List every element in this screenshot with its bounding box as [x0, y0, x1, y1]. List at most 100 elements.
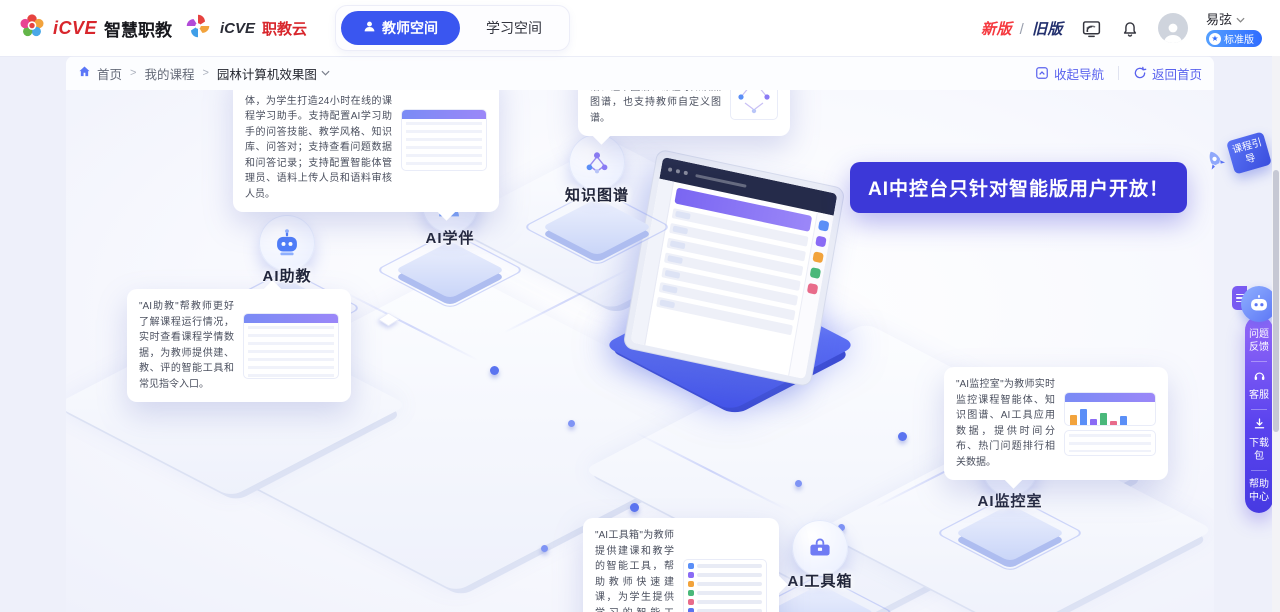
tooltip-thumbnails [1064, 391, 1156, 456]
breadcrumb-my-courses[interactable]: 我的课程 [144, 67, 195, 82]
user-block: 易弦 ★ 标准版 [1206, 9, 1262, 47]
breadcrumb-card [66, 56, 1214, 90]
monitor-content [645, 182, 817, 376]
rocket-icon [1198, 144, 1236, 184]
version-new-link[interactable]: 新版 [980, 20, 1012, 38]
breadcrumb: 首页 > 我的课程 > 园林计算机效果图 [78, 64, 330, 83]
logo1-cn-text: 智慧职教 [104, 20, 173, 40]
breadcrumb-actions: 收起导航 返回首页 [1035, 64, 1202, 83]
logo-group[interactable]: iCVE 智慧职教 iCVE 职教云 [18, 12, 307, 45]
tab-learning-space[interactable]: 学习空间 [464, 11, 564, 45]
toolbar-robot-avatar[interactable] [1241, 286, 1277, 322]
tooltip-text: "AI监控室"为教师实时监控课程智能体、知识图谱、AI工具应用数据，提供时间分布… [956, 379, 1055, 468]
toolbar-support-button[interactable]: 客服 [1248, 369, 1270, 402]
toolbar-help-button[interactable]: 帮助中心 [1248, 478, 1270, 504]
download-icon [1253, 417, 1266, 434]
logo2-text: iCVE [220, 19, 256, 37]
notice-banner: AI中控台只针对智能版用户开放！ [850, 162, 1188, 213]
divider [1251, 470, 1267, 471]
tab-learning-label: 学习空间 [486, 20, 543, 36]
decor-dot [568, 420, 575, 427]
return-home-button[interactable]: 返回首页 [1133, 64, 1202, 83]
course-guide-label: 课程引导 [1226, 131, 1272, 175]
node-knowledge-graph[interactable]: 知识图谱 [522, 134, 672, 266]
breadcrumb-bar: 首页 > 我的课程 > 园林计算机效果图 收起导航 返回首页 [0, 56, 1280, 90]
knowledge-graph-icon [569, 134, 625, 190]
headset-icon [1253, 369, 1266, 386]
version-old-link[interactable]: 旧版 [1031, 20, 1063, 38]
tooltip-text: "AI工具箱"为教师提供建课和教学的智能工具，帮助教师快速建课，为学生提供学习的… [595, 530, 674, 612]
collapse-nav-button[interactable]: 收起导航 [1035, 64, 1104, 83]
tab-teacher-space[interactable]: 教师空间 [341, 11, 461, 45]
knowledge-graph-pedestal [522, 188, 672, 266]
download-label: 下载包 [1249, 438, 1269, 462]
toolbar-download-button[interactable]: 下载包 [1248, 417, 1270, 463]
course-guide-float[interactable]: 课程引导 [1202, 126, 1274, 188]
chevron-down-icon [321, 70, 330, 76]
tooltip-ai-assistant: "AI助教"帮教师更好了解课程运行情况，实时查看课程学情数据，为教师提供建、教、… [127, 280, 351, 402]
ai-assistant-robot-icon [259, 215, 315, 271]
tooltip-knowledge-graph: 按课程结构、内容创建课程图谱、证书图谱、课程等知识点图谱，也支持教师自定义图谱。 [578, 90, 790, 145]
tooltip-ai-toolbox: "AI工具箱"为教师提供建课和教学的智能工具，帮助教师快速建课，为学生提供学习的… [583, 518, 788, 612]
header-right: 新版 / 旧版 易弦 [981, 9, 1262, 47]
toolbar-pill: 问题反馈 客服 [1245, 316, 1273, 513]
breadcrumb-separator: > [202, 67, 209, 79]
tooltip-ai-partner: "AI学伴"帮助教师构建课程智能体，为学生打造24小时在线的课程学习助手。支持配… [233, 90, 499, 221]
node-ai-assistant[interactable]: AI助教 [212, 215, 362, 347]
ai-monitor-room-label: AI监控室 [977, 493, 1043, 510]
tab-teacher-label: 教师空间 [382, 20, 439, 36]
icve-flower-logo-icon [18, 12, 46, 45]
version-switch[interactable]: 新版 / 旧版 [981, 18, 1063, 39]
node-ai-toolbox[interactable]: AI工具箱 [745, 520, 895, 612]
home-icon [78, 65, 91, 81]
scrollbar-thumb[interactable] [1273, 170, 1279, 432]
tooltip-thumbnail [683, 559, 767, 612]
tooltip-text: "AI学伴"帮助教师构建课程智能体，为学生打造24小时在线的课程学习助手。支持配… [245, 90, 392, 200]
current-course-label: 园林计算机效果图 [216, 67, 317, 82]
notification-bell-icon[interactable] [1120, 18, 1140, 38]
tooltip-text: "AI助教"帮教师更好了解课程运行情况，实时查看课程学情数据，为教师提供建、教、… [139, 301, 234, 390]
ai-toolbox-icon [792, 520, 848, 576]
side-toolbar: 问题反馈 客服 [1241, 286, 1277, 513]
ai-toolbox-label: AI工具箱 [787, 573, 853, 590]
ai-partner-pedestal [375, 231, 525, 309]
breadcrumb-separator: > [130, 67, 137, 79]
icve-cloud-logo-icon [185, 13, 211, 44]
tooltip-thumbnail [730, 90, 778, 120]
decor-dot [630, 503, 639, 512]
tooltip-thumbnail [401, 109, 487, 171]
illustration-stage: AI中控台 [66, 90, 1214, 612]
decor-dot [838, 524, 845, 531]
chevron-down-icon [1236, 11, 1245, 26]
divider [1251, 361, 1267, 362]
star-icon: ★ [1209, 32, 1221, 45]
plan-badge: ★ 标准版 [1206, 30, 1262, 47]
return-home-label: 返回首页 [1151, 67, 1202, 82]
teacher-space-icon [363, 20, 376, 36]
decor-dot [541, 545, 548, 552]
return-icon [1134, 66, 1147, 79]
breadcrumb-home[interactable]: 首页 [97, 67, 123, 82]
divider [1117, 66, 1119, 80]
ai-partner-label: AI学伴 [425, 230, 475, 247]
collapse-nav-label: 收起导航 [1053, 67, 1104, 82]
logo2-cn-text: 职教云 [262, 20, 308, 38]
plan-badge-label: 标准版 [1224, 35, 1254, 46]
help-label: 帮助中心 [1249, 479, 1269, 503]
username-text: 易弦 [1206, 12, 1233, 27]
scrollbar-track[interactable] [1272, 56, 1280, 612]
feedback-label: 问题反馈 [1249, 329, 1269, 353]
decor-dot [898, 432, 907, 441]
toolbar-feedback-button[interactable]: 问题反馈 [1248, 328, 1270, 354]
username[interactable]: 易弦 [1206, 9, 1245, 28]
decor-dot [490, 366, 499, 375]
avatar[interactable] [1158, 13, 1188, 43]
main-area: AI中控台 [0, 90, 1280, 612]
decor-dot [795, 480, 802, 487]
screencast-icon[interactable] [1081, 18, 1102, 39]
collapse-icon [1036, 67, 1048, 79]
breadcrumb-current-course[interactable]: 园林计算机效果图 [217, 64, 330, 83]
space-tabs: 教师空间 学习空间 [335, 5, 571, 51]
tooltip-ai-monitor-room: "AI监控室"为教师实时监控课程智能体、知识图谱、AI工具应用数据，提供时间分布… [944, 367, 1168, 489]
